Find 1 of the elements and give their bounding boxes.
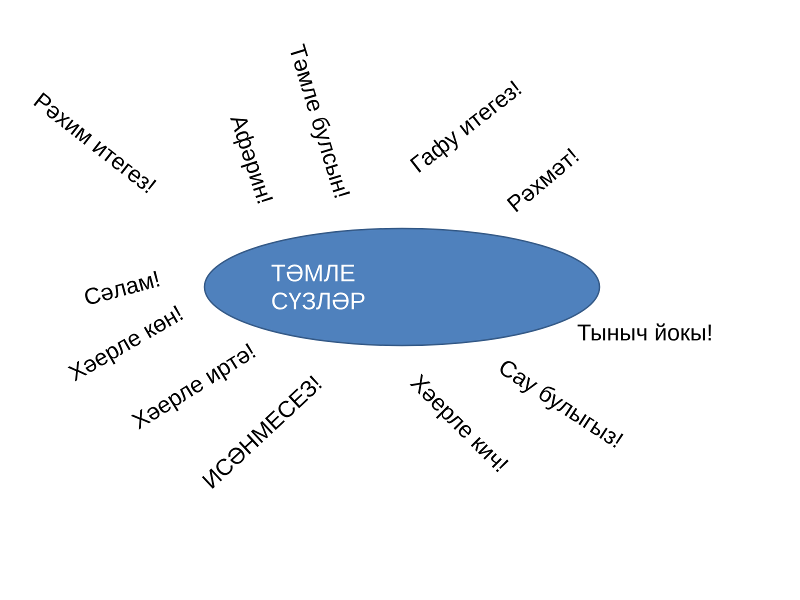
greeting-text: Сәлам!	[85, 270, 160, 304]
